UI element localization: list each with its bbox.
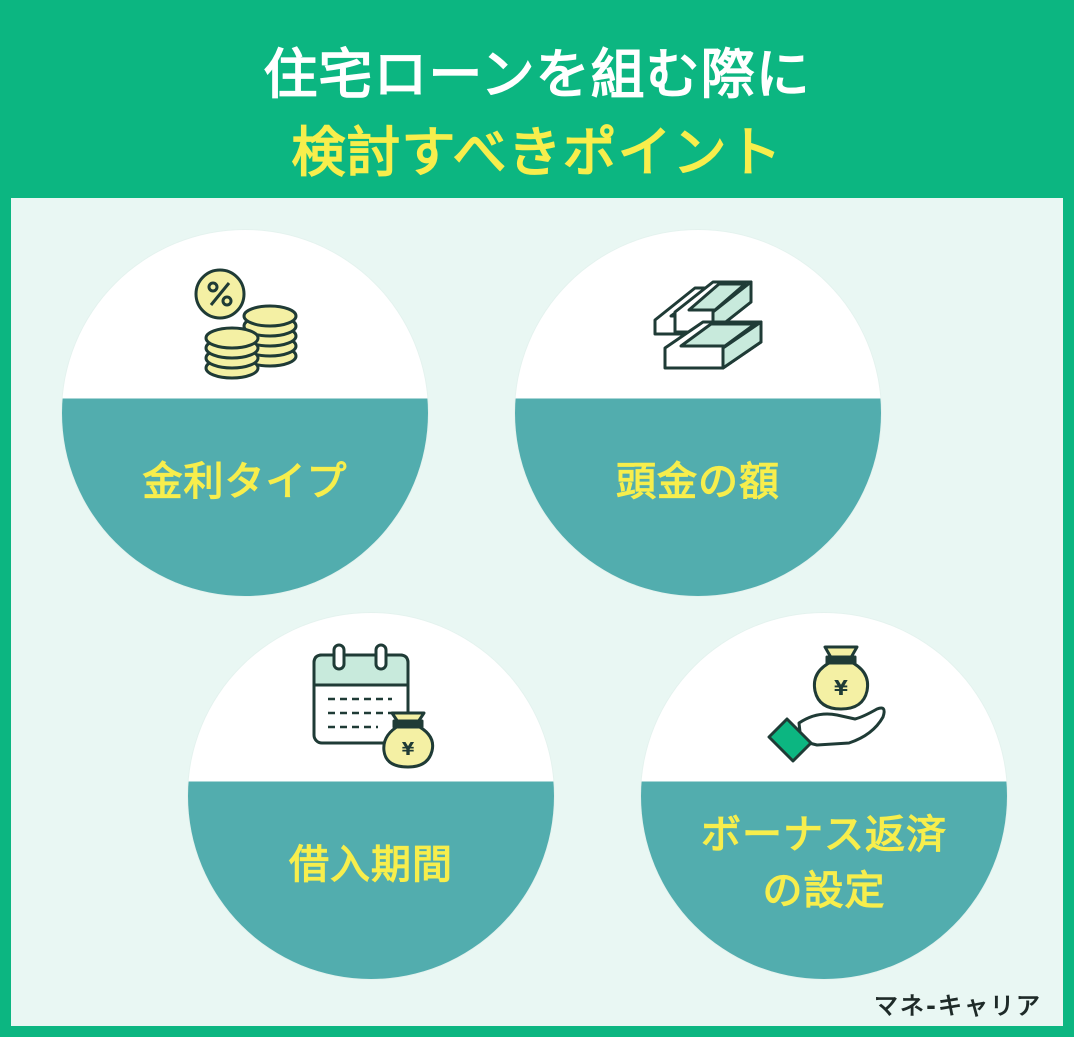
- calendar-money-bag-icon: ¥: [312, 643, 435, 769]
- title-line-2: 検討すべきポイント: [291, 121, 783, 184]
- svg-text:¥: ¥: [402, 739, 415, 760]
- gold-bars-icon: [653, 280, 763, 370]
- point-card-loan-period: ¥ 借入期間: [188, 613, 554, 979]
- brand-logo-text: マネ-キャリア: [874, 992, 1042, 1020]
- svg-text:¥: ¥: [834, 676, 848, 700]
- point-card-bonus-repayment: ¥ ボーナス返済 の設定: [641, 613, 1007, 979]
- point-label-bonus-repayment-line2: の設定: [762, 868, 886, 914]
- header-banner: 住宅ローンを組む際に 検討すべきポイント: [0, 0, 1074, 198]
- point-label-loan-period: 借入期間: [289, 842, 453, 888]
- point-label-bonus-repayment-line1: ボーナス返済: [701, 812, 947, 858]
- hand-money-bag-icon: ¥: [767, 645, 886, 763]
- point-label-down-payment: 頭金の額: [616, 459, 780, 505]
- point-label-interest-type: 金利タイプ: [142, 459, 348, 505]
- interest-coins-icon: [194, 268, 298, 380]
- point-card-down-payment: 頭金の額: [515, 230, 881, 596]
- point-card-interest-type: 金利タイプ: [62, 230, 428, 596]
- title-line-1: 住宅ローンを組む際に: [263, 43, 811, 106]
